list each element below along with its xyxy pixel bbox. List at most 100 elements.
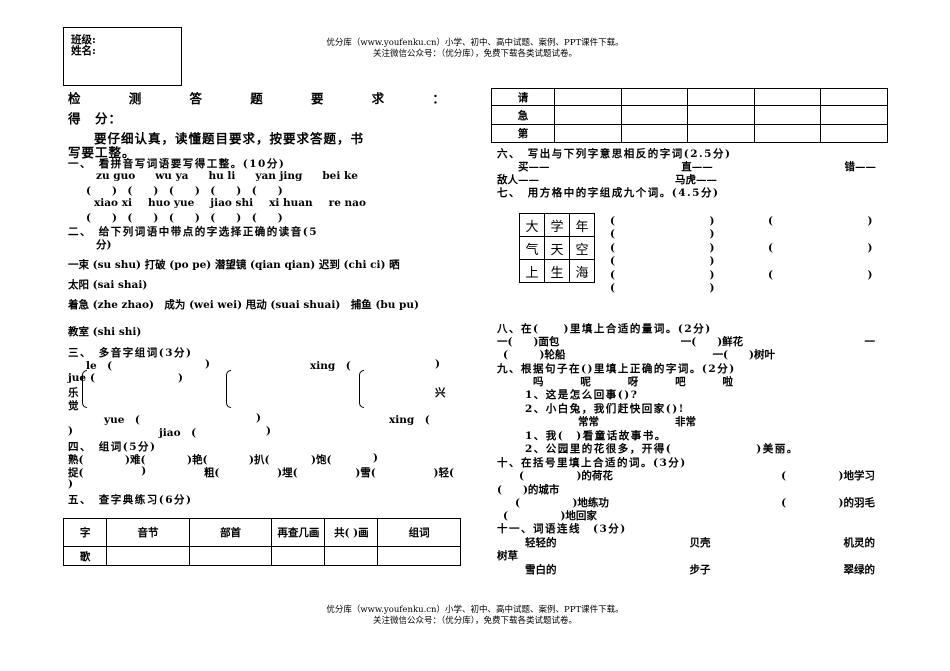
table-cell[interactable] [687,124,755,143]
class-label: 班级: [71,34,96,46]
word-choices-2: 常常 非常 [578,414,696,429]
fill-item: ( )的荷花 [519,470,613,482]
table-cell: 急 [491,105,555,125]
word-item: )扒( [249,454,270,466]
fill-line-3[interactable]: ( )地练功 ( )的羽毛 [515,495,875,510]
word-choice: 啦 [722,376,734,388]
section-8-heading: 八、在( )里填上合适的量词。(2分) [497,323,712,335]
title-char: 答 [189,91,203,106]
student-info-box: 班级: 姓名: [63,27,182,86]
col-header: 音节 [106,518,190,547]
word-group-line-1[interactable]: 熟( )难( )艳( )扒( )饱( ) [68,452,378,467]
page-header: 优分库（www.youfenku.cn）小学、初中、高中试题、案例、PPT课件下… [250,38,700,60]
grid-cell: 生 [544,259,570,283]
antonym-line-1[interactable]: 买—— 直—— 错—— [518,159,876,174]
answer-paren[interactable]: ( ) [610,242,715,254]
table-cell[interactable] [188,546,273,566]
question-9-4[interactable]: 2、公园里的花很多，开得( )美丽。 [525,443,799,455]
fill-item: ( )的羽毛 [781,497,875,509]
answer-paren[interactable]: ( ) [768,215,873,227]
match-item: 机灵的 [843,537,876,549]
table-cell[interactable] [687,88,755,106]
table-cell[interactable] [324,546,379,566]
antonym-line-2[interactable]: 敌人—— 马虎—— [497,172,717,187]
pinyin: zu guo [96,170,136,182]
question-9-3[interactable]: 1、我( )看童话故事书。 [525,430,667,442]
answer-blanks-2[interactable]: ( ) ( ) ( ) ( ) ( ) [86,212,283,224]
antonym-item: 敌人—— [497,174,539,186]
footer-line-1: 优分库（www.youfenku.cn）小学、初中、高中试题、案例、PPT课件下… [326,605,624,615]
requirement-line-2: 写要工整。 [68,145,136,160]
word-group-line-3: ) [68,478,73,490]
answer-paren[interactable]: ( ) [768,242,873,254]
answer-paren[interactable]: ( ) [610,269,715,281]
section-9-heading: 九、根据句子在()里填上正确的字词。(2分) [497,363,736,375]
table-cell[interactable] [554,124,622,143]
grid-cell: 空 [569,236,595,260]
word-item: ) [373,452,378,464]
char-jue: 觉 [68,400,79,412]
answer-paren[interactable]: ( ) [610,282,715,294]
table-cell[interactable] [820,105,888,125]
antonym-item: 错—— [844,161,877,173]
pinyin: bei ke [322,170,358,182]
section-6-heading: 六、 写出与下列字意思相反的字词(2.5分) [497,148,732,160]
section-4-heading: 四、 组词(5分) [68,441,157,453]
question-9-1[interactable]: 1、这是怎么回事()? [525,389,639,401]
reading-choice-line-1[interactable]: 一束 (su shu) 打破 (po pe) 潜望镜 (qian qian) 迟… [68,259,400,271]
fill-item: ( )地练功 [515,497,609,509]
answer-paren[interactable]: ( ) [610,215,715,227]
fill-line-4[interactable]: ( )地回家 [503,510,597,522]
paren-close: ) [68,425,73,437]
measure-word-line-2[interactable]: ( )轮船 一( )树叶 [503,347,775,362]
col-header: 共( )画 [324,518,379,547]
answer-paren[interactable]: ( ) [610,228,715,240]
answer-paren[interactable]: ( ) [768,269,873,281]
answer-paren[interactable]: ( ) [610,255,715,267]
fill-line-1[interactable]: ( )的荷花 ( )地学习 [519,468,875,483]
grid-cell: 年 [569,213,595,237]
matching-line-3[interactable]: 雪白的 步子 翠绿的 [525,562,875,577]
table-cell[interactable] [620,105,689,125]
reading-choice-line-4[interactable]: 教室 (shi shi) [68,326,142,338]
table-cell[interactable] [820,124,888,143]
matching-line-2[interactable]: 树草 [497,550,518,562]
table-cell[interactable] [106,546,190,566]
score-label: 得 分： [68,111,123,126]
char-yue: 乐 [68,387,79,399]
word-choice: 呢 [580,376,591,388]
table-cell[interactable] [620,124,689,143]
fill-line-2[interactable]: ( )的城市 [497,484,560,496]
word-choice: 吗 [533,376,544,388]
answer-blanks-1[interactable]: ( ) ( ) ( ) ( ) ( ) [86,185,283,197]
table-cell[interactable] [753,105,822,125]
table-cell[interactable] [554,105,622,125]
matching-line-1[interactable]: 轻轻的 贝壳 机灵的 [525,535,875,550]
table-cell[interactable] [687,105,755,125]
pinyin: huo yue [147,197,195,209]
table-cell[interactable] [820,88,888,106]
pinyin-row-1: zu guo wu ya hu li yan jing bei ke [96,170,358,182]
table-cell[interactable] [554,88,622,106]
measure-item: 一( )鲜花 [680,336,744,348]
table-cell[interactable] [271,546,326,566]
polyphone-xing: xing ( [310,360,351,372]
table-cell[interactable] [620,88,689,106]
antonym-item: 买—— [518,161,550,173]
question-9-2[interactable]: 2、小白兔，我们赶快回家()! [525,403,685,415]
brace-right [359,370,364,408]
measure-item: ( )轮船 [503,349,566,361]
word-item: )艳( [187,454,208,466]
title-char: 题 [250,91,264,106]
col-header: 部首 [188,518,273,547]
reading-choice-line-2[interactable]: 太阳 (sai shai) [68,279,148,291]
table-cell[interactable] [753,124,822,143]
table-cell[interactable] [377,546,461,566]
pinyin: re nao [328,197,366,209]
word-item: 粗( [203,467,220,479]
measure-word-line-1[interactable]: 一( )面包 一( )鲜花 一 [497,334,875,349]
table-cell[interactable] [753,88,822,106]
word-group-line-2[interactable]: 捉( ) 粗( )埋( )雪( )轻( [68,465,454,480]
polyphone-yue: yue ( [104,414,140,426]
reading-choice-line-3[interactable]: 着急 (zhe zhao) 成为 (wei wei) 甩动 (suai shua… [68,299,420,311]
